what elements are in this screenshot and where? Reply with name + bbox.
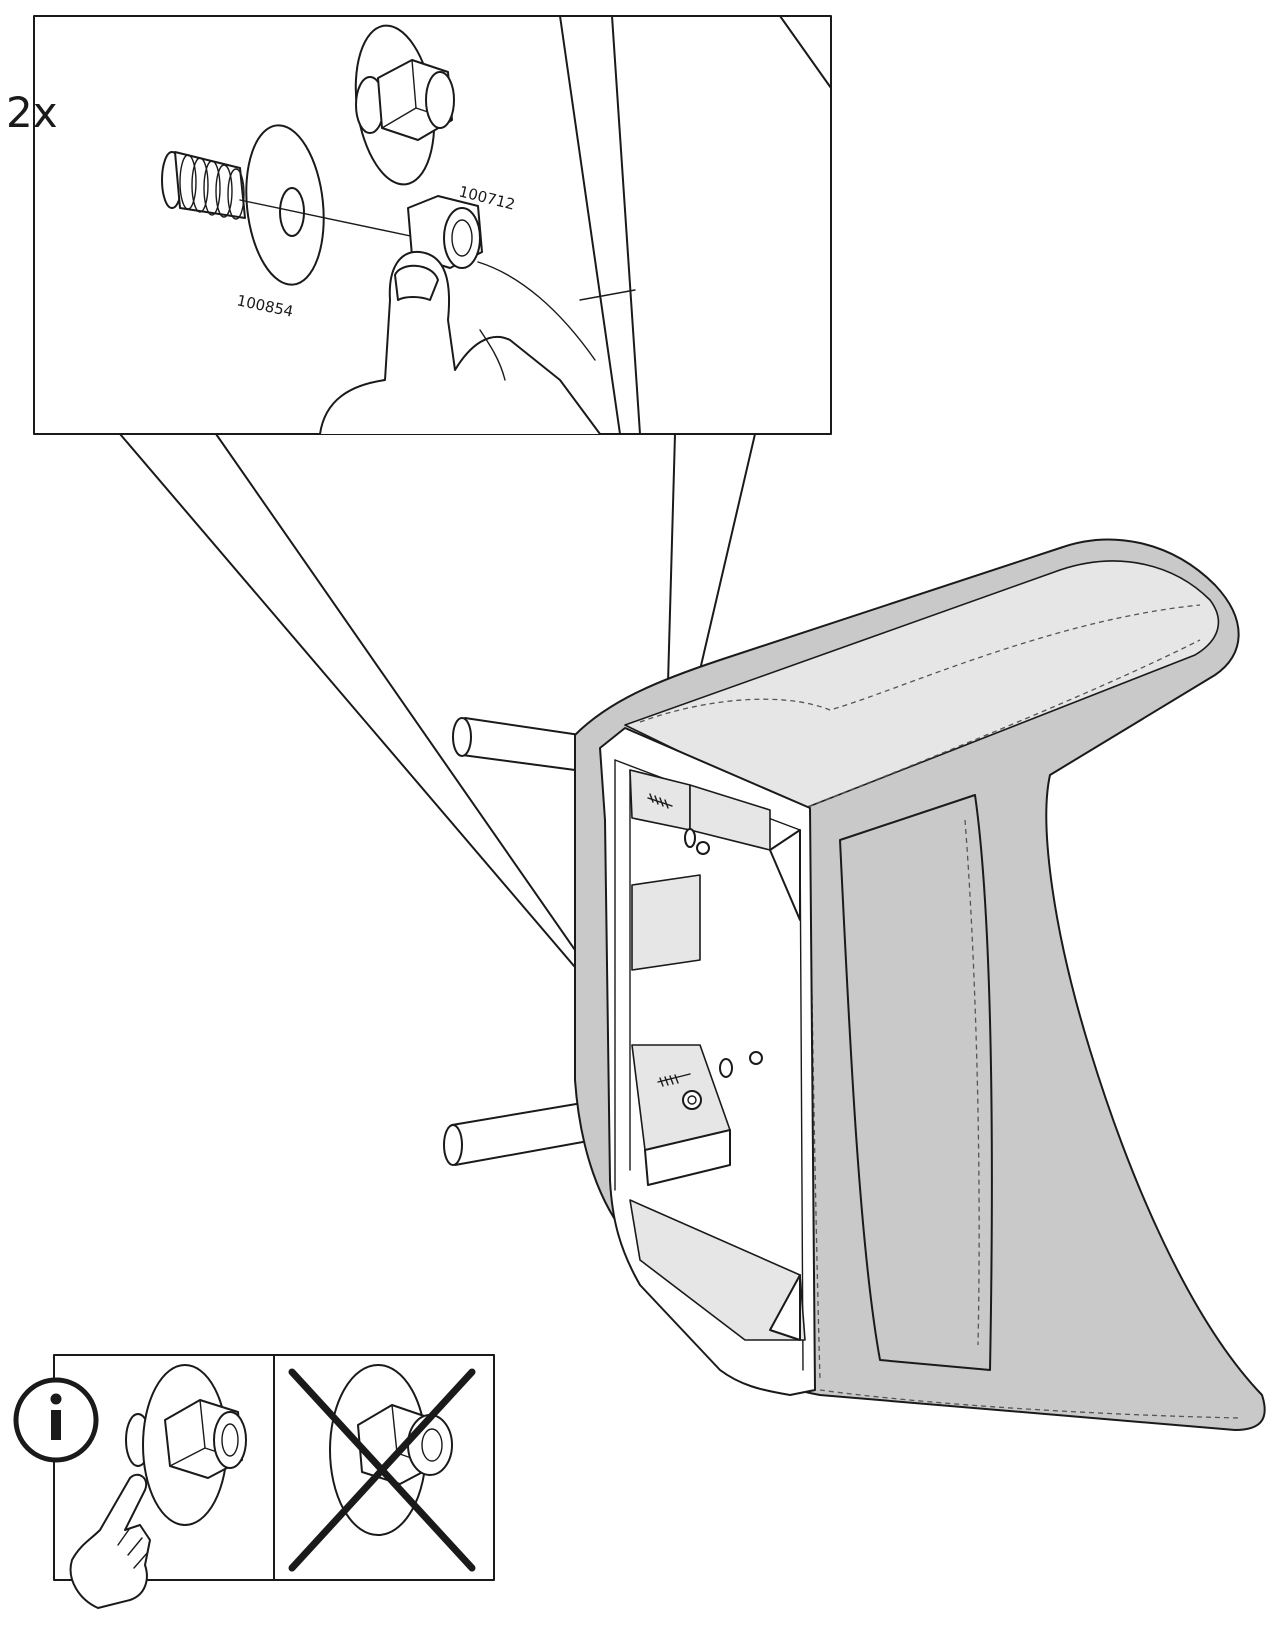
correct-orientation-figure: [125, 1364, 247, 1526]
armrest-dowel-top: [452, 717, 581, 771]
assembly-axis-line: [239, 199, 421, 239]
frame-block-middle: [631, 874, 701, 971]
callout-background-structure: [559, 15, 832, 435]
info-icon: [13, 1377, 99, 1463]
quantity-label: 2x: [6, 88, 58, 137]
hardware-bottom-set: [657, 1051, 763, 1110]
top-seam-stitching: [799, 639, 1201, 811]
washer-100854: [245, 124, 325, 286]
leader-line-1: [119, 433, 651, 1056]
assembled-flange-nut: [354, 24, 455, 186]
armrest: [443, 538, 1266, 1431]
frame-rail-bottom: [629, 1199, 806, 1341]
side-seam-stitching: [964, 819, 980, 1346]
armrest-top-pad: [624, 560, 1220, 811]
hand-holding-nut: [319, 250, 601, 435]
check-hand-pointing-icon: [69, 1473, 151, 1609]
hardware-top-set: [647, 793, 710, 855]
cross-x-icon: [288, 1368, 476, 1572]
threaded-insert: [161, 151, 246, 220]
info-panel: [13, 1354, 495, 1609]
nut-100712: [407, 195, 483, 269]
armrest-side-panel: [839, 794, 993, 1371]
